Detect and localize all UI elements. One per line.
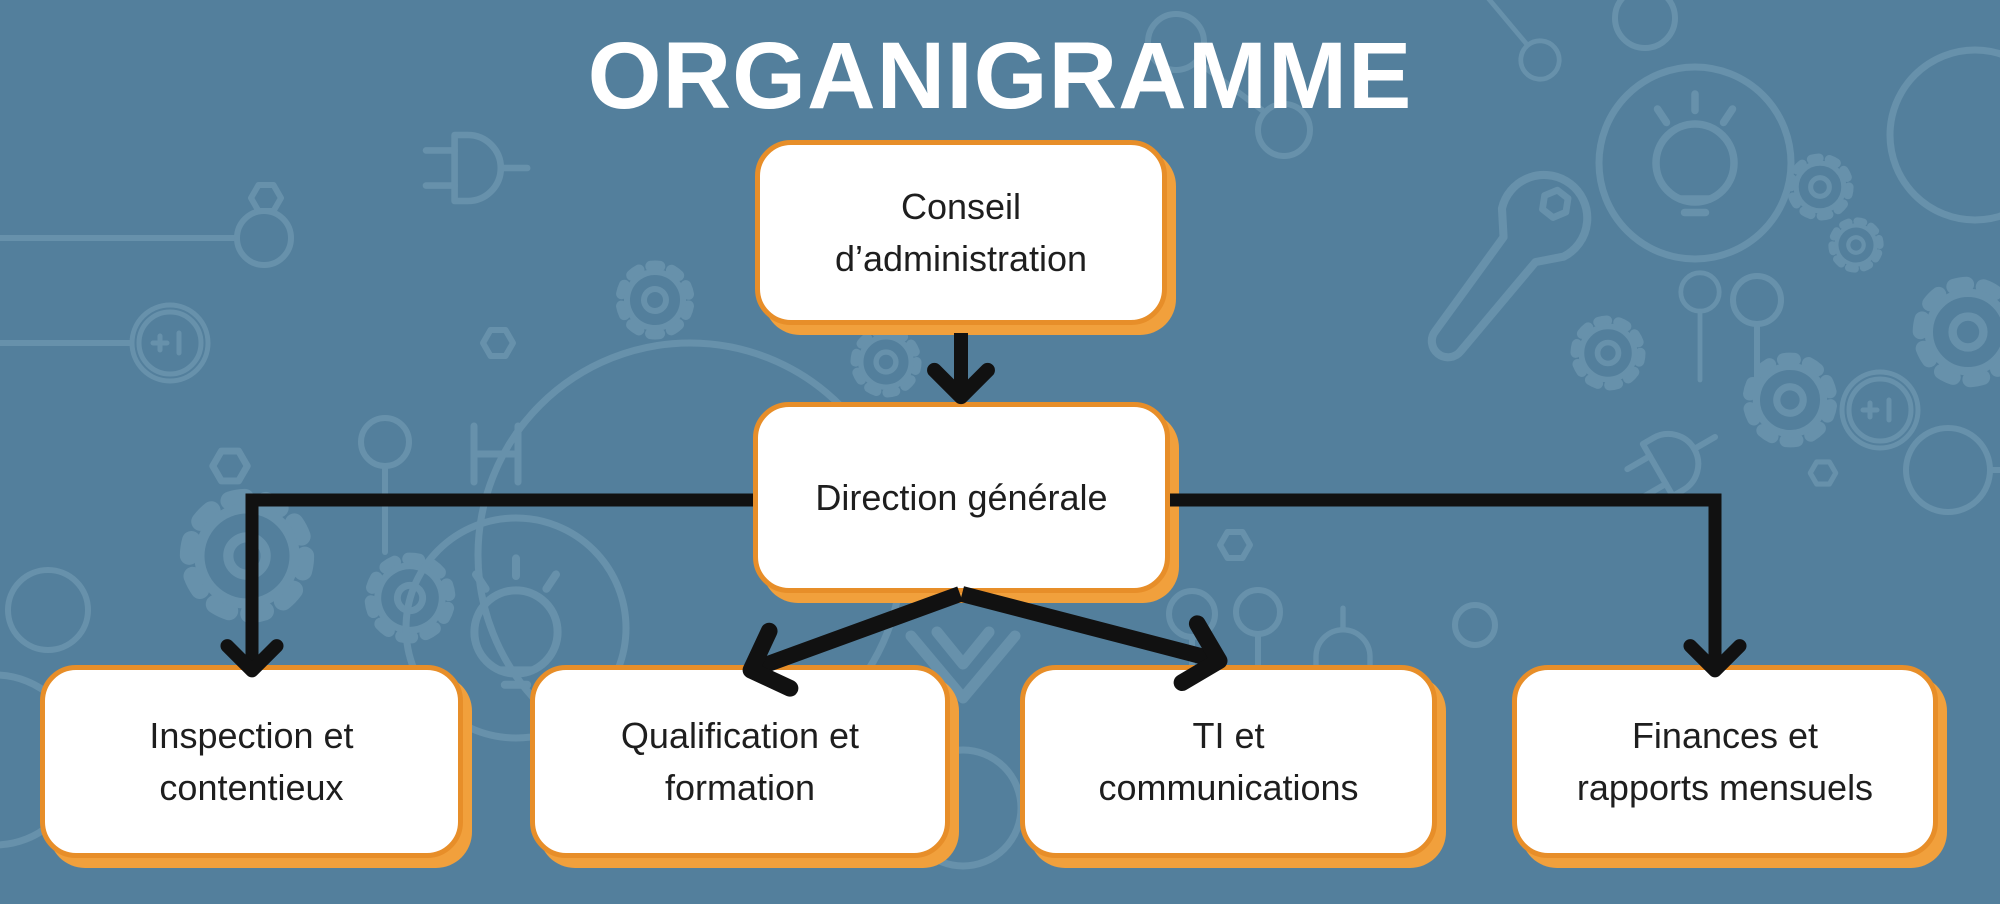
power-button-icon xyxy=(1842,372,1918,448)
org-node-direction: Direction générale xyxy=(753,402,1170,593)
org-node-conseil: Conseil d’administration xyxy=(755,140,1167,325)
pin-circle-icon xyxy=(1681,273,1719,380)
org-node-label-line: rapports mensuels xyxy=(1576,766,1874,808)
org-node-label-line: TI et xyxy=(1192,715,1265,757)
org-node-label-line: Direction générale xyxy=(815,476,1108,518)
hexagon-icon xyxy=(1220,532,1250,558)
org-node-label-line: Finances et xyxy=(1631,715,1819,757)
org-node-label-line: communications xyxy=(1098,766,1359,808)
org-node-label-line: formation xyxy=(664,766,816,808)
gear-icon xyxy=(1920,284,2000,379)
org-node-label-line: Qualification et xyxy=(620,715,860,757)
page-title: ORGANIGRAMME xyxy=(587,23,1413,129)
pin-circle-icon xyxy=(361,418,409,552)
org-node-label-line: Conseil xyxy=(900,186,1022,228)
org-node-label-line: d’administration xyxy=(834,237,1088,279)
plug-icon xyxy=(426,135,527,201)
org-node-label-line: Inspection et xyxy=(149,715,354,757)
lightbulb-icon xyxy=(1595,63,1795,263)
hexagon-icon xyxy=(483,330,513,356)
org-node-label-line: contentieux xyxy=(159,766,344,808)
hexagon-icon xyxy=(213,451,248,481)
org-node-finances: Finances et rapports mensuels xyxy=(1512,665,1938,858)
org-node-inspection: Inspection et contentieux xyxy=(40,665,463,858)
gear-icon xyxy=(855,331,916,392)
org-node-qualification: Qualification et formation xyxy=(530,665,950,858)
gear-icon xyxy=(1576,321,1641,386)
gear-icon xyxy=(1791,158,1849,216)
gear-icon xyxy=(189,498,305,614)
gear-icon xyxy=(1825,214,1886,275)
hexagon-icon xyxy=(251,185,281,211)
hexagon-icon xyxy=(1810,462,1836,484)
org-node-ti: TI et communications xyxy=(1020,665,1437,858)
gear-icon xyxy=(616,261,695,340)
power-button-icon xyxy=(132,305,208,381)
plug-icon xyxy=(1620,411,1730,509)
pin-circle-icon xyxy=(1733,276,1781,410)
